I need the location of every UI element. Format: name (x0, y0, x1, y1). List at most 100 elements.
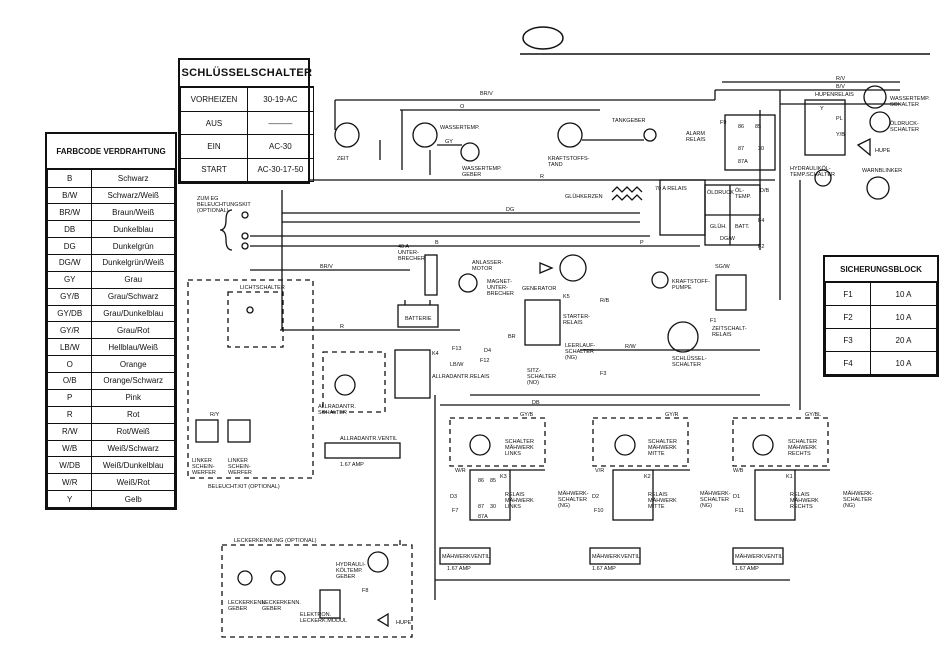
color-name-cell: Schwarz/Weiß (91, 186, 175, 205)
label-k2: K2 (644, 474, 651, 480)
color-name-cell: Pink (91, 388, 175, 407)
unterbrecher-40a-box (424, 254, 438, 296)
label-f7: F7 (452, 508, 458, 514)
beleucht-kit-outline (187, 279, 314, 479)
term-87: 87 (738, 146, 744, 152)
kraftstoff-gauge-symbol (557, 122, 583, 148)
wire-label-y-b: Y/B (836, 132, 845, 138)
wire-label-gy: GY (445, 139, 453, 145)
label-d1: D1 (733, 494, 740, 500)
color-code-cell: GY/B (46, 287, 93, 306)
wire-label-p: P (640, 240, 644, 246)
color-code-cell: B/W (46, 186, 93, 205)
wassertemp-gauge-symbol (412, 122, 438, 148)
wire-layer (187, 26, 930, 638)
label-k5: K5 (563, 294, 570, 300)
color-code-cell: GY/DB (46, 304, 93, 323)
wire-label-r-b: R/B (600, 298, 610, 304)
wire-label-sg-w: SG/W (715, 264, 730, 270)
label-hydraulik-geber: HYDRAULI-KÖLTEMP.GEBER (336, 562, 366, 580)
label-k1: K1 (786, 474, 793, 480)
label-f8: F8 (362, 588, 368, 594)
label-layer: ZEIT WASSERTEMP. WASSERTEMP.GEBER KRAFTS… (192, 76, 930, 626)
lichtschalter-outline (227, 291, 284, 348)
term-87a-links: 87A (478, 514, 488, 520)
wassertemp-sender-symbol (460, 142, 480, 162)
label-magnet-unterbrecher: MAGNET-UNTER-BRECHER (487, 279, 514, 297)
contacts-cell: ——— (246, 110, 314, 136)
color-code-cell: DG (46, 237, 93, 256)
color-code-cell: W/R (46, 473, 93, 492)
label-amp-1: 1.67 AMP (447, 566, 471, 572)
rating-cell: 10 A (870, 351, 937, 375)
schalter-rechts-outline (732, 417, 829, 467)
label-batterie: BATTERIE (405, 316, 432, 322)
starter-relais-box (524, 299, 561, 346)
term-30-links: 30 (490, 504, 496, 510)
schalter-links-outline (449, 417, 546, 467)
color-code-cell: W/DB (46, 456, 93, 475)
position-cell: AUS (180, 110, 248, 136)
wire-label-gy-b: GY/B (520, 412, 533, 418)
label-hupenrelais: HUPENRELAIS (815, 92, 854, 98)
label-f1: F1 (710, 318, 716, 324)
schluesselschalter-title: SCHLÜSSELSCHALTER (180, 60, 314, 88)
scheinwerfer-2-symbol (227, 419, 251, 443)
table-row: F1 10 A (824, 281, 937, 307)
label-sitzschalter: SITZ-SCHALTER(NO) (527, 368, 556, 386)
color-name-cell: Dunkelblau (91, 220, 175, 239)
maehwerkventil-links-box (439, 547, 491, 565)
label-d4: D4 (484, 348, 491, 354)
alarm-relais-box (724, 114, 776, 171)
color-name-cell: Rot (91, 405, 175, 424)
table-row: START AC-30-17-50 (180, 157, 314, 183)
wassertemp-schalter-symbol (863, 85, 887, 109)
fuse-cell: F4 (824, 351, 872, 375)
wire-label-dg: DG (506, 207, 514, 213)
color-code-cell: LB/W (46, 338, 93, 357)
warnblinker-symbol (866, 176, 890, 200)
wire-label-db: DB (532, 400, 540, 406)
connector-eg-2 (241, 232, 249, 240)
label-maehwerk-schalter-3: MÄHWERK-SCHALTER(NG) (843, 490, 874, 509)
label-f4: F4 (758, 218, 764, 224)
farbcode-title: FARBCODE VERDRAHTUNG (47, 134, 175, 171)
color-name-cell: Dunkelgrün/Weiß (91, 254, 175, 272)
label-maehwerkventil-2: MÄHWERKVENTIL (592, 553, 640, 560)
schluesselschalter-symbol (667, 321, 699, 353)
color-name-cell: Hellblau/Weiß (91, 338, 175, 357)
wire-label-pl: PL (836, 116, 843, 122)
hydraulik-temp-schalter-symbol (814, 169, 832, 187)
label-hupe-leck: HUPE (396, 620, 412, 626)
color-code-cell: BR/W (46, 203, 93, 222)
color-code-cell: R (46, 405, 93, 424)
schalter-rechts-symbol (752, 434, 774, 456)
sicherungsblock-title: SICHERUNGSBLOCK (825, 257, 937, 283)
wire-label-gy-bl: GY/BL (805, 412, 821, 418)
label-kraftstoffpumpe: KRAFTSTOFF-PUMPE (672, 279, 710, 291)
label-maehwerkventil-1: MÄHWERKVENTIL (442, 553, 490, 560)
leckerkennung-outline (221, 544, 413, 638)
label-kraftstoffstand: KRAFTSTOFFS-TAND (548, 156, 590, 168)
wire-label-r: R (540, 174, 544, 180)
term-87a: 87A (738, 159, 748, 165)
color-code-cell: DB (46, 220, 93, 239)
color-name-cell: Orange (91, 355, 175, 374)
connector-eg-1 (241, 211, 249, 219)
zeitschaltrelais-box (715, 274, 747, 311)
label-f3: F3 (600, 371, 606, 377)
table-row: AUS ——— (180, 110, 314, 136)
rating-cell: 10 A (870, 281, 937, 307)
label-batt: BATT. (735, 224, 750, 230)
